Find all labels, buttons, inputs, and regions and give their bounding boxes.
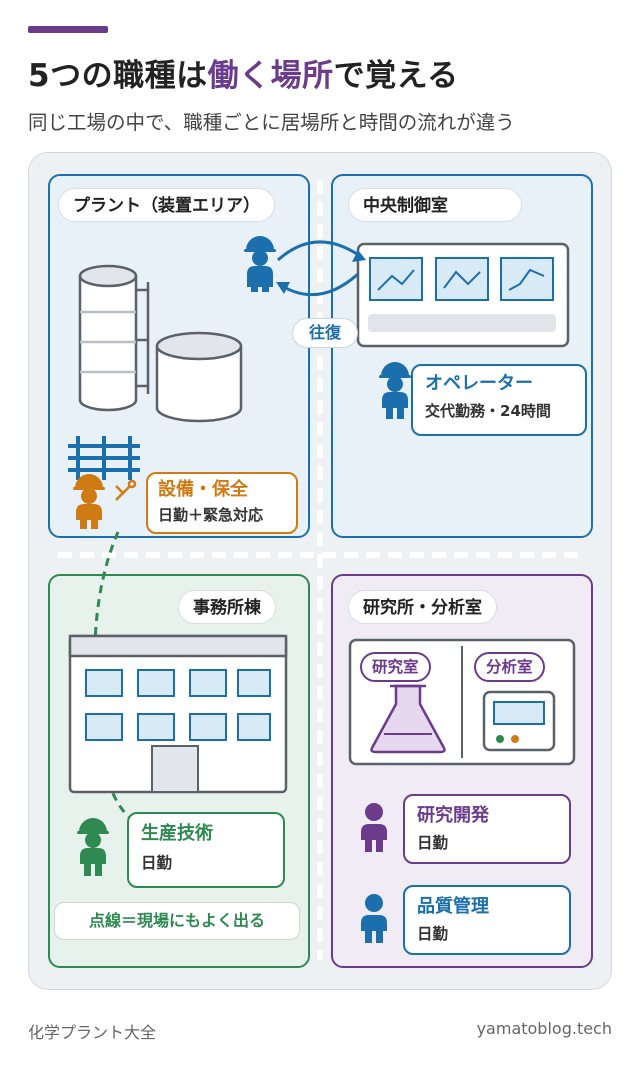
pipe-rack-icon xyxy=(68,436,140,480)
wrench-icon xyxy=(115,479,137,501)
storage-tank-icon xyxy=(155,331,243,423)
role-schedule: 交代勤務・24時間 xyxy=(425,402,551,420)
title-highlight: 働く場所 xyxy=(207,58,334,94)
role-schedule: 日勤 xyxy=(141,854,173,872)
role-title: 研究開発 xyxy=(417,805,489,826)
role-schedule: 日勤＋緊急対応 xyxy=(158,506,264,524)
distillation-column-icon xyxy=(78,264,150,412)
zone-label-control: 中央制御室 xyxy=(348,188,522,222)
analyzer-icon xyxy=(482,690,556,752)
operator-worker-icon xyxy=(379,362,411,419)
maintenance-worker-icon xyxy=(73,474,105,529)
role-schedule: 日勤 xyxy=(417,925,449,943)
page-subtitle: 同じ工場の中で、職種ごとに居場所と時間の流れが違う xyxy=(28,111,515,134)
plant-worker-icon xyxy=(244,236,276,292)
flask-icon xyxy=(370,684,446,754)
role-title: 設備・保全 xyxy=(158,479,248,500)
role-card-qc: 品質管理 日勤 xyxy=(403,885,571,955)
zone-control-room xyxy=(331,174,593,538)
role-title: 生産技術 xyxy=(141,823,213,844)
role-title: オペレーター xyxy=(425,373,533,394)
qc-worker-icon xyxy=(361,894,387,943)
lab-room-label: 研究室 xyxy=(360,652,431,682)
round-trip-label: 往復 xyxy=(292,318,358,348)
zone-label-lab: 研究所・分析室 xyxy=(348,590,497,624)
office-building-icon xyxy=(68,634,288,794)
dotted-line-legend: 点線＝現場にもよく出る xyxy=(54,902,300,940)
zone-label-office: 事務所棟 xyxy=(178,590,276,624)
role-card-operator: オペレーター 交代勤務・24時間 xyxy=(411,364,587,436)
role-title: 品質管理 xyxy=(417,896,489,917)
role-card-production: 生産技術 日勤 xyxy=(127,812,285,888)
rnd-worker-icon xyxy=(361,803,387,852)
role-schedule: 日勤 xyxy=(417,834,449,852)
footer-source: 化学プラント大全 xyxy=(28,1023,157,1042)
page-title: 5つの職種は働く場所で覚える xyxy=(28,58,459,94)
round-trip-arrows xyxy=(277,240,361,297)
control-monitor-icon xyxy=(356,242,570,348)
accent-bar xyxy=(28,26,108,33)
role-card-maintenance: 設備・保全 日勤＋緊急対応 xyxy=(146,472,298,534)
zone-label-plant: プラント（装置エリア） xyxy=(58,188,275,222)
role-card-rnd: 研究開発 日勤 xyxy=(403,794,571,864)
footer-site: yamatoblog.tech xyxy=(476,1019,612,1038)
analysis-room-label: 分析室 xyxy=(474,652,545,682)
production-worker-icon xyxy=(77,818,109,876)
zone-dividers xyxy=(58,180,584,960)
